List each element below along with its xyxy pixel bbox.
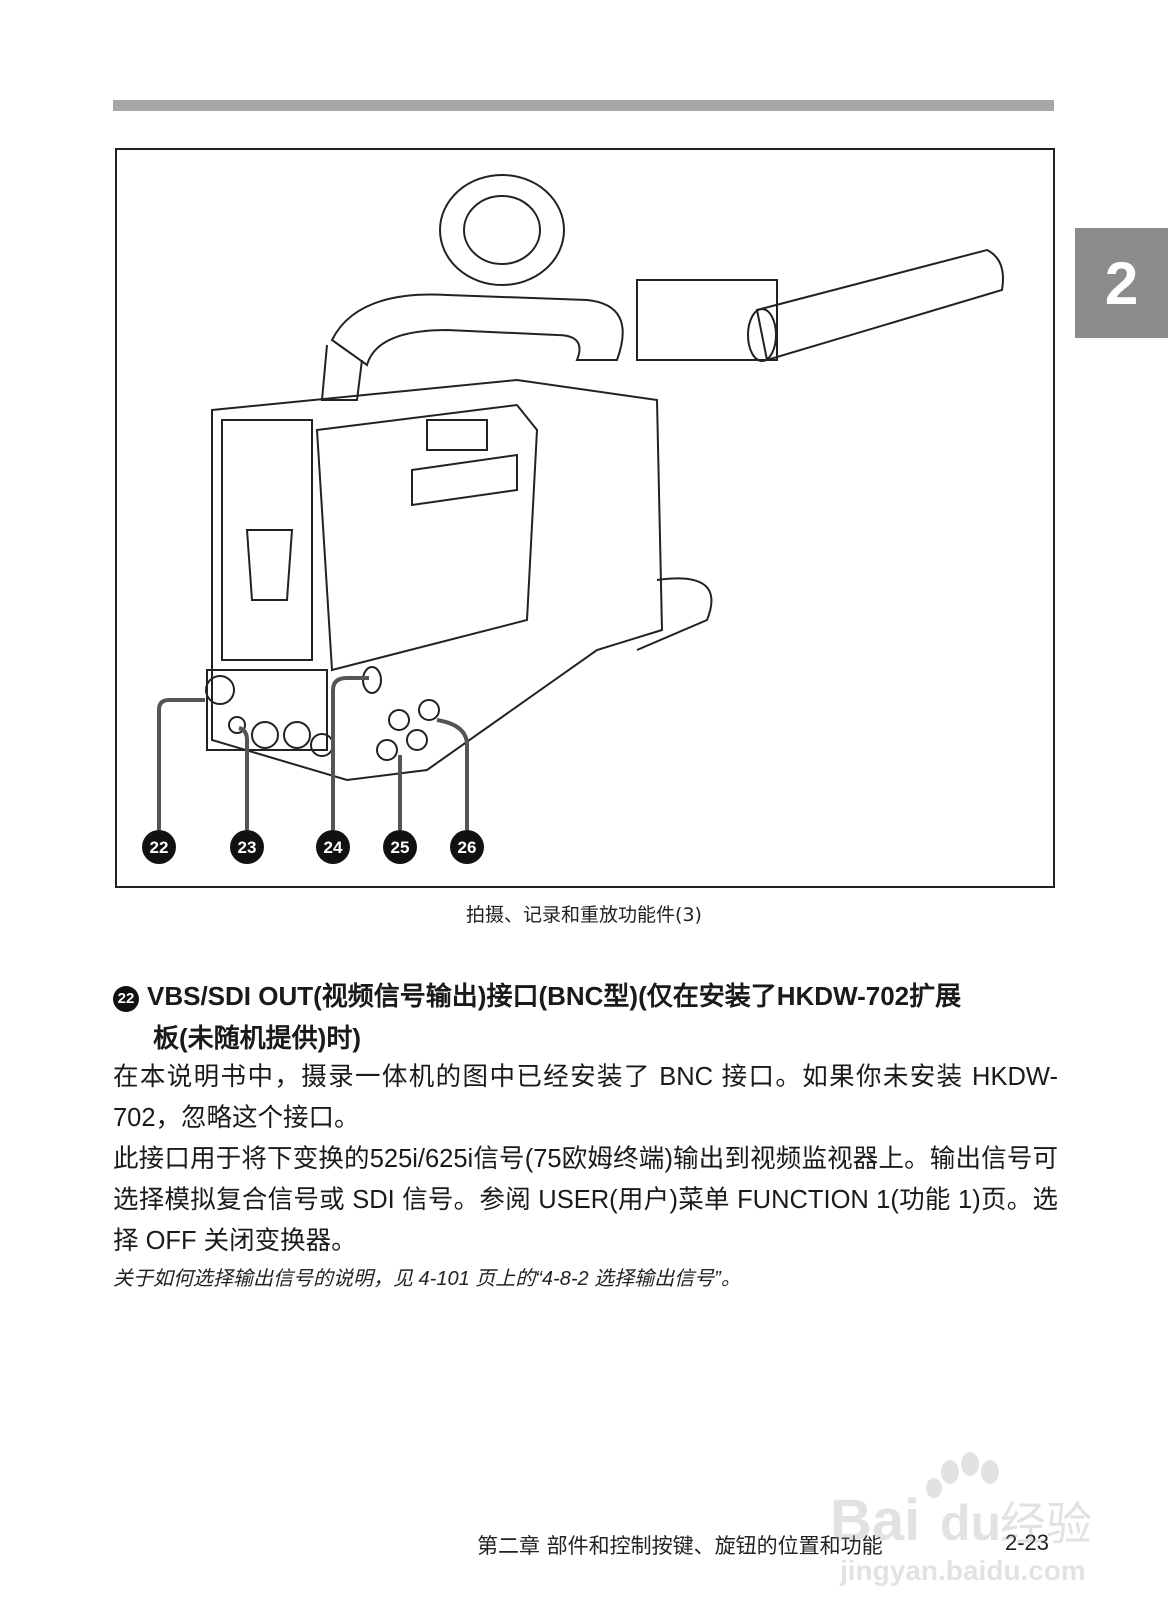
baidu-watermark: Bai du 经验 jingyan.baidu.com: [830, 1452, 1092, 1586]
svg-text:24: 24: [324, 838, 343, 857]
page-number: 2-23: [1005, 1530, 1050, 1555]
footer-chapter-title: 第二章 部件和控制按键、旋钮的位置和功能: [477, 1534, 883, 1558]
callout-26: 26: [450, 830, 484, 864]
section-body: 在本说明书中，摄录一体机的图中已经安装了 BNC 接口。如果你未安装 HKDW-…: [113, 1057, 1058, 1262]
header-rule: [113, 100, 1054, 111]
callout-25: 25: [383, 830, 417, 864]
handle: [330, 293, 624, 367]
microphone: [755, 248, 1004, 362]
chapter-tab: 2: [1075, 228, 1168, 338]
svg-text:26: 26: [458, 838, 477, 857]
svg-text:22: 22: [150, 838, 169, 857]
camera-figure: 22 23 24 25 26: [115, 148, 1055, 888]
svg-text:25: 25: [391, 838, 410, 857]
paragraph-2: 此接口用于将下变换的525i/625i信号(75欧姆终端)输出到视频监视器上。输…: [113, 1145, 1058, 1255]
camera-body: [211, 378, 664, 782]
eyecup: [439, 174, 565, 286]
paragraph-1: 在本说明书中，摄录一体机的图中已经安装了 BNC 接口。如果你未安装 HKDW-…: [113, 1063, 1058, 1132]
callout-22: 22: [142, 830, 176, 864]
figure-caption: 拍摄、记录和重放功能件(3): [466, 904, 702, 926]
section-heading: 22 VBS/SDI OUT(视频信号输出)接口(BNC型)(仅在安装了HKDW-…: [113, 975, 1058, 1059]
heading-line-2: 板(未随机提供)时): [153, 1023, 361, 1053]
camera-illustration: 22 23 24 25 26: [142, 174, 1004, 864]
callout-markers: 22 23 24 25 26: [142, 830, 484, 864]
heading-line-1: VBS/SDI OUT(视频信号输出)接口(BNC型)(仅在安装了HKDW-70…: [147, 981, 962, 1011]
callout-23: 23: [230, 830, 264, 864]
svg-text:du: du: [940, 1495, 1001, 1551]
callout-24: 24: [316, 830, 350, 864]
svg-text:23: 23: [238, 838, 257, 857]
reference-note: 关于如何选择输出信号的说明，见 4-101 页上的“4-8-2 选择输出信号”。: [113, 1268, 741, 1290]
section-number: 22: [113, 986, 139, 1012]
